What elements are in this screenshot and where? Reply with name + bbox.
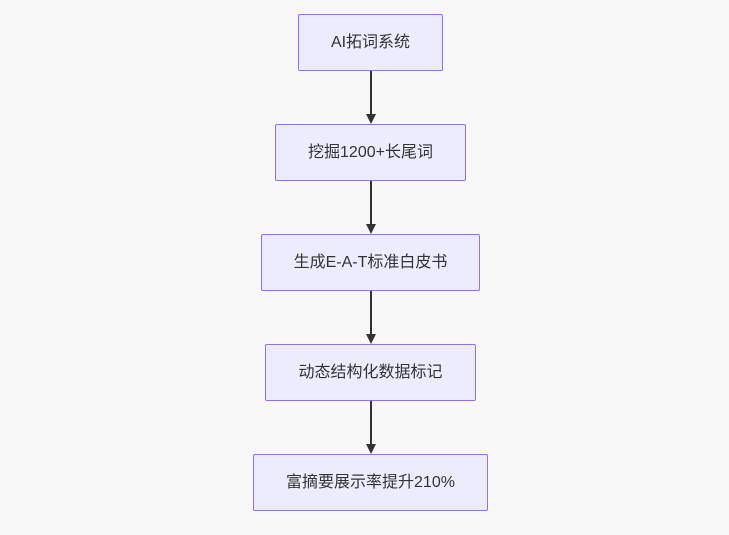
arrow-down-icon: [365, 334, 376, 344]
arrow-down-icon: [365, 224, 376, 234]
flow-node-label: 生成E-A-T标准白皮书: [293, 253, 448, 271]
flow-edge-1-2: [365, 71, 376, 124]
edge-line: [369, 181, 372, 224]
arrow-down-icon: [365, 114, 376, 124]
flow-node-label: 富摘要展示率提升210%: [286, 473, 455, 491]
flow-node-step-2: 挖掘1200+长尾词: [275, 124, 466, 181]
edge-line: [369, 71, 372, 114]
flow-node-label: 动态结构化数据标记: [298, 363, 443, 381]
flow-node-label: 挖掘1200+长尾词: [308, 143, 433, 161]
arrow-down-icon: [365, 444, 376, 454]
flow-node-step-3: 生成E-A-T标准白皮书: [260, 234, 481, 291]
flow-node-step-1: AI拓词系统: [297, 14, 444, 71]
flow-edge-4-5: [365, 401, 376, 454]
edge-line: [369, 401, 372, 444]
flow-node-step-4: 动态结构化数据标记: [265, 344, 476, 401]
edge-line: [369, 291, 372, 334]
flow-edge-2-3: [365, 181, 376, 234]
flow-node-label: AI拓词系统: [330, 33, 411, 51]
flow-edge-3-4: [365, 291, 376, 344]
flow-node-step-5: 富摘要展示率提升210%: [253, 454, 488, 511]
